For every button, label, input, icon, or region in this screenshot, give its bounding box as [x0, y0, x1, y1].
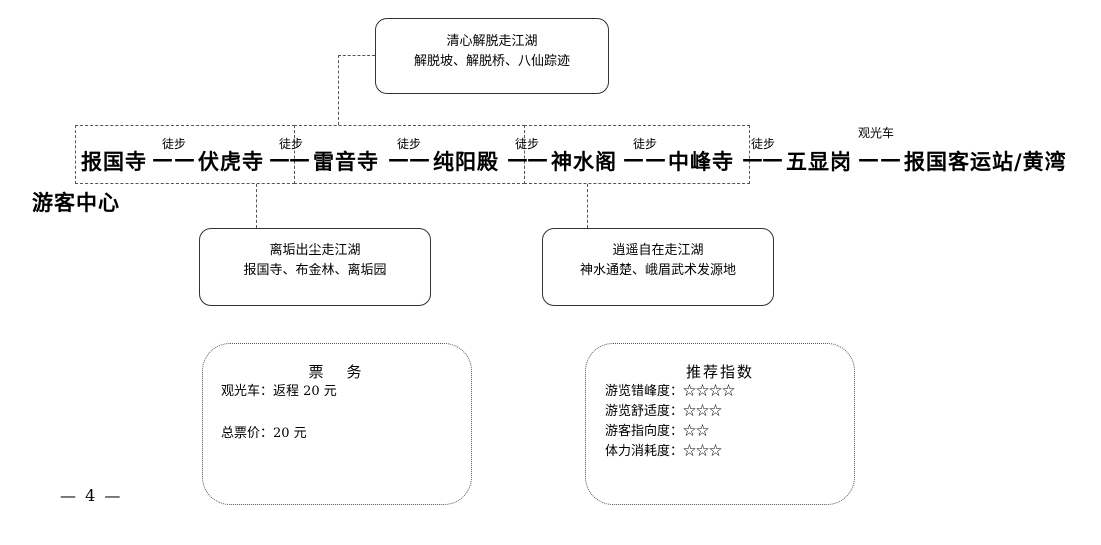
recommend-row: 游客指向度：☆☆ [605, 422, 854, 442]
route-dash-5: — [623, 146, 644, 171]
recommend-stars-comfort: ☆☆☆ [683, 404, 723, 419]
route-dash-7b: — [880, 146, 901, 171]
right-route-title: 逍遥自在走江湖 [612, 243, 704, 258]
route-dash-3: — [388, 146, 409, 171]
tickets-box: 票 务 观光车：返程 20 元 总票价：20 元 [202, 343, 472, 505]
route-dash-4: — [507, 146, 528, 171]
top-route-box: 清心解脱走江湖 解脱坡、解脱桥、八仙踪迹 [375, 18, 609, 94]
route-dash-4b: — [527, 146, 548, 171]
connector-right-vertical [587, 184, 588, 228]
route-dash-3b: — [409, 146, 430, 171]
recommend-row: 体力消耗度：☆☆☆ [605, 442, 854, 462]
recommend-box: 推荐指数 游览错峰度：☆☆☆☆ 游览舒适度：☆☆☆ 游客指向度：☆☆ 体力消耗度… [585, 343, 855, 505]
stop-chunyang-hall: 纯阳殿 [433, 149, 499, 174]
page-number: — 4 — [60, 486, 123, 505]
mode-label-5: 徒步 [633, 137, 658, 151]
recommend-stars-stamina: ☆☆☆ [683, 444, 723, 459]
left-route-box: 离垢出尘走江湖 报国寺、布金林、离垢园 [199, 228, 431, 306]
mode-label-6: 徒步 [751, 137, 776, 151]
mode-label-2: 徒步 [279, 137, 304, 151]
mode-label-4: 徒步 [515, 137, 540, 151]
mode-label-7: 观光车 [858, 126, 895, 140]
route-dash-2b: — [289, 146, 310, 171]
recommend-label-offpeak: 游览错峰度： [605, 384, 684, 399]
recommend-stars-offpeak: ☆☆☆☆ [683, 384, 736, 399]
mode-label-3: 徒步 [397, 137, 422, 151]
route-dash-5b: — [645, 146, 666, 171]
recommend-title: 推荐指数 [685, 363, 754, 381]
tickets-title: 票 务 [308, 363, 366, 381]
recommend-row: 游览舒适度：☆☆☆ [605, 402, 854, 422]
stop-baoguo-temple: 报国寺 [81, 149, 147, 174]
connector-left-vertical [256, 184, 257, 228]
recommend-label-guidance: 游客指向度： [605, 424, 684, 439]
top-route-title: 清心解脱走江湖 [446, 34, 538, 49]
route-dash-2: — [269, 146, 290, 171]
left-route-sites: 报国寺、布金林、离垢园 [243, 263, 387, 278]
connector-top-horizontal [338, 55, 375, 56]
route-dash-6: — [742, 146, 763, 171]
recommend-label-comfort: 游览舒适度： [605, 404, 684, 419]
stop-zhongfeng-temple: 中峰寺 [668, 149, 734, 174]
recommend-label-stamina: 体力消耗度： [605, 444, 684, 459]
tickets-shuttle-fare: 观光车：返程 20 元 [221, 384, 337, 399]
route-dash-6b: — [762, 146, 783, 171]
mode-label-1: 徒步 [162, 137, 187, 151]
recommend-stars-guidance: ☆☆ [683, 424, 710, 439]
stop-leiyin-temple: 雷音寺 [313, 149, 379, 174]
stop-baoguo-bus-station: 报国客运站/黄湾 [904, 149, 1067, 174]
stop-fuhu-temple: 伏虎寺 [198, 149, 264, 174]
route-segment-frame-3 [524, 125, 750, 184]
route-dash-1: — [152, 146, 173, 171]
stop-wuxian-gang: 五显岗 [786, 149, 852, 174]
right-route-box: 逍遥自在走江湖 神水通楚、峨眉武术发源地 [542, 228, 774, 306]
recommend-row: 游览错峰度：☆☆☆☆ [605, 382, 854, 402]
connector-top-vertical [338, 55, 339, 125]
stop-shenshui-pavilion: 神水阁 [551, 149, 617, 174]
route-dash-7: — [858, 146, 879, 171]
left-route-title: 离垢出尘走江湖 [269, 243, 361, 258]
stop-visitor-center: 游客中心 [32, 190, 120, 215]
right-route-sites: 神水通楚、峨眉武术发源地 [579, 263, 736, 278]
top-route-sites: 解脱坡、解脱桥、八仙踪迹 [413, 54, 570, 69]
route-dash-1b: — [174, 146, 195, 171]
tickets-total-price: 总票价：20 元 [221, 426, 307, 441]
